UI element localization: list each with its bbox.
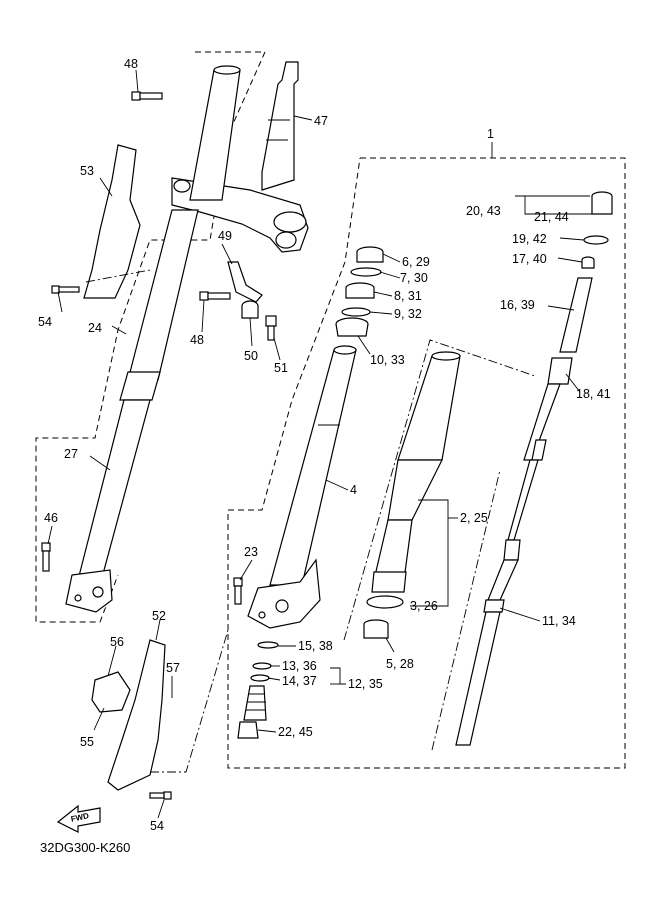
label-47: 47 xyxy=(314,114,328,128)
label-17-40: 17, 40 xyxy=(512,252,547,266)
spring-18 xyxy=(547,357,573,385)
lower-fork-guard-52 xyxy=(107,639,166,791)
label-3-26: 3, 26 xyxy=(410,599,438,613)
bracket-49 xyxy=(227,261,263,303)
assembly-line-rod xyxy=(431,469,501,751)
label-10-33: 10, 33 xyxy=(370,353,405,367)
label-12-35: 12, 35 xyxy=(348,677,383,691)
right-fork-inner-tube-4 xyxy=(269,345,357,586)
right-fork-outer-tube-2 xyxy=(371,351,461,593)
left-fork-upper-tube xyxy=(189,65,241,201)
cap-bolt-20 xyxy=(591,191,613,215)
ring-7 xyxy=(350,267,382,277)
oil-seal-ring-3 xyxy=(366,595,404,609)
label-24: 24 xyxy=(88,321,102,335)
label-54-upper: 54 xyxy=(38,315,52,329)
label-27: 27 xyxy=(64,447,78,461)
label-8-31: 8, 31 xyxy=(394,289,422,303)
bolt-48-lower xyxy=(199,291,231,301)
label-22-45: 22, 45 xyxy=(278,725,313,739)
label-9-32: 9, 32 xyxy=(394,307,422,321)
locknut-17 xyxy=(581,256,595,269)
collar-50 xyxy=(241,300,259,319)
steering-stem-47 xyxy=(261,61,299,191)
ring-14 xyxy=(250,674,270,682)
damper-rod-11 xyxy=(455,383,561,746)
right-axle-bracket xyxy=(247,558,321,629)
label-2-25: 2, 25 xyxy=(460,511,488,525)
label-1: 1 xyxy=(487,127,494,141)
label-54-lower: 54 xyxy=(150,819,164,833)
label-53: 53 xyxy=(80,164,94,178)
upper-fork-protector-53 xyxy=(83,144,141,299)
ring-13 xyxy=(252,662,272,670)
label-15-38: 15, 38 xyxy=(298,639,333,653)
washer-15 xyxy=(257,641,279,649)
bolt-54-upper xyxy=(51,285,80,294)
bolt-23 xyxy=(233,577,243,605)
right-fork-assembly-outline xyxy=(227,157,626,769)
label-56: 56 xyxy=(110,635,124,649)
label-14-37: 14, 37 xyxy=(282,674,317,688)
fork-spring-16 xyxy=(559,277,593,353)
label-51: 51 xyxy=(274,361,288,375)
rubber-boot-12 xyxy=(243,685,267,721)
left-fork-group-outline xyxy=(35,51,266,623)
label-49: 49 xyxy=(218,229,232,243)
label-50: 50 xyxy=(244,349,258,363)
label-48-upper: 48 xyxy=(124,57,138,71)
diagram-code: 32DG300-K260 xyxy=(40,840,130,855)
fwd-arrow-icon: FWD xyxy=(56,804,101,833)
o-ring-19 xyxy=(583,235,609,245)
left-axle-bracket xyxy=(65,569,113,613)
label-46: 46 xyxy=(44,511,58,525)
leader-lines xyxy=(47,69,592,819)
label-55: 55 xyxy=(80,735,94,749)
bolt-48-upper xyxy=(131,91,163,101)
bolt-51 xyxy=(265,315,277,341)
label-7-30: 7, 30 xyxy=(400,271,428,285)
label-57: 57 xyxy=(166,661,180,675)
label-20-43: 20, 43 xyxy=(466,204,501,218)
cable-guide-55 xyxy=(91,671,131,713)
clip-9 xyxy=(341,307,371,317)
assembly-line-outer-tube xyxy=(343,339,536,641)
label-16-39: 16, 39 xyxy=(500,298,535,312)
label-5-28: 5, 28 xyxy=(386,657,414,671)
dust-seal-10 xyxy=(335,317,369,337)
label-23: 23 xyxy=(244,545,258,559)
bolt-46 xyxy=(41,542,51,572)
seal-8 xyxy=(345,282,375,299)
seal-6 xyxy=(356,246,384,263)
label-19-42: 19, 42 xyxy=(512,232,547,246)
label-4: 4 xyxy=(350,483,357,497)
label-6-29: 6, 29 xyxy=(402,255,430,269)
label-52: 52 xyxy=(152,609,166,623)
fwd-label: FWD xyxy=(70,811,90,824)
label-18-41: 18, 41 xyxy=(576,387,611,401)
label-21-44: 21, 44 xyxy=(534,210,569,224)
label-11-34: 11, 34 xyxy=(542,614,576,628)
slide-metal-5 xyxy=(363,619,389,639)
bolt-54-lower xyxy=(149,791,172,800)
assembly-line-53 xyxy=(85,269,151,283)
spring-seat-22 xyxy=(237,721,259,739)
label-13-36: 13, 36 xyxy=(282,659,317,673)
label-48-lower: 48 xyxy=(190,333,204,347)
assembly-line-guard xyxy=(150,629,229,773)
